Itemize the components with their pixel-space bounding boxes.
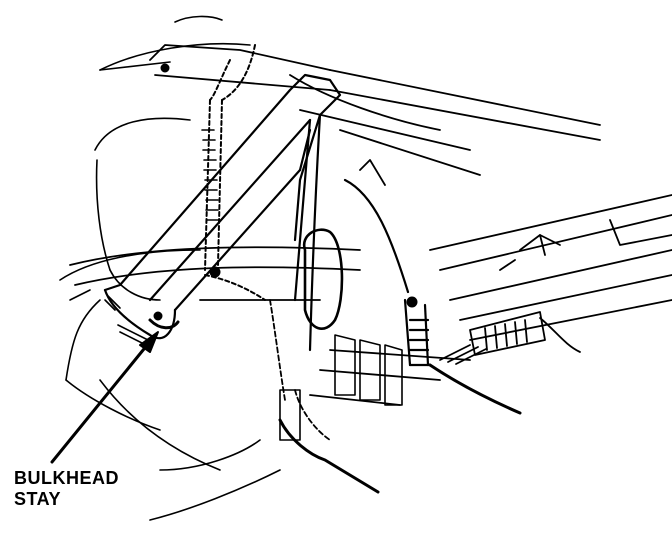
bulkhead-stay-callout: BULKHEAD STAY: [14, 468, 119, 510]
strut-opening: [302, 228, 344, 330]
crossmember: [69, 246, 471, 406]
cable-runs: [148, 318, 522, 494]
callout-line-2: STAY: [14, 489, 62, 509]
bolt-mid: [406, 296, 418, 308]
lower-brackets: [279, 334, 403, 441]
frame-rail: [429, 194, 672, 341]
ground-lines: [269, 299, 331, 441]
bolt-upper-left: [209, 266, 221, 278]
cowl-panel: [149, 44, 601, 186]
bulkhead-stay: [103, 73, 342, 352]
bolt-lower-left: [153, 311, 163, 321]
body-outline: [59, 15, 281, 521]
callout-arrow: [50, 331, 159, 464]
callout-line-1: BULKHEAD: [14, 468, 119, 488]
coil-assembly: [439, 311, 581, 365]
stud-markings: [104, 129, 220, 347]
vertical-stay-dashed: [204, 44, 266, 301]
bolt-top: [160, 63, 170, 73]
right-bracket: [343, 178, 432, 367]
